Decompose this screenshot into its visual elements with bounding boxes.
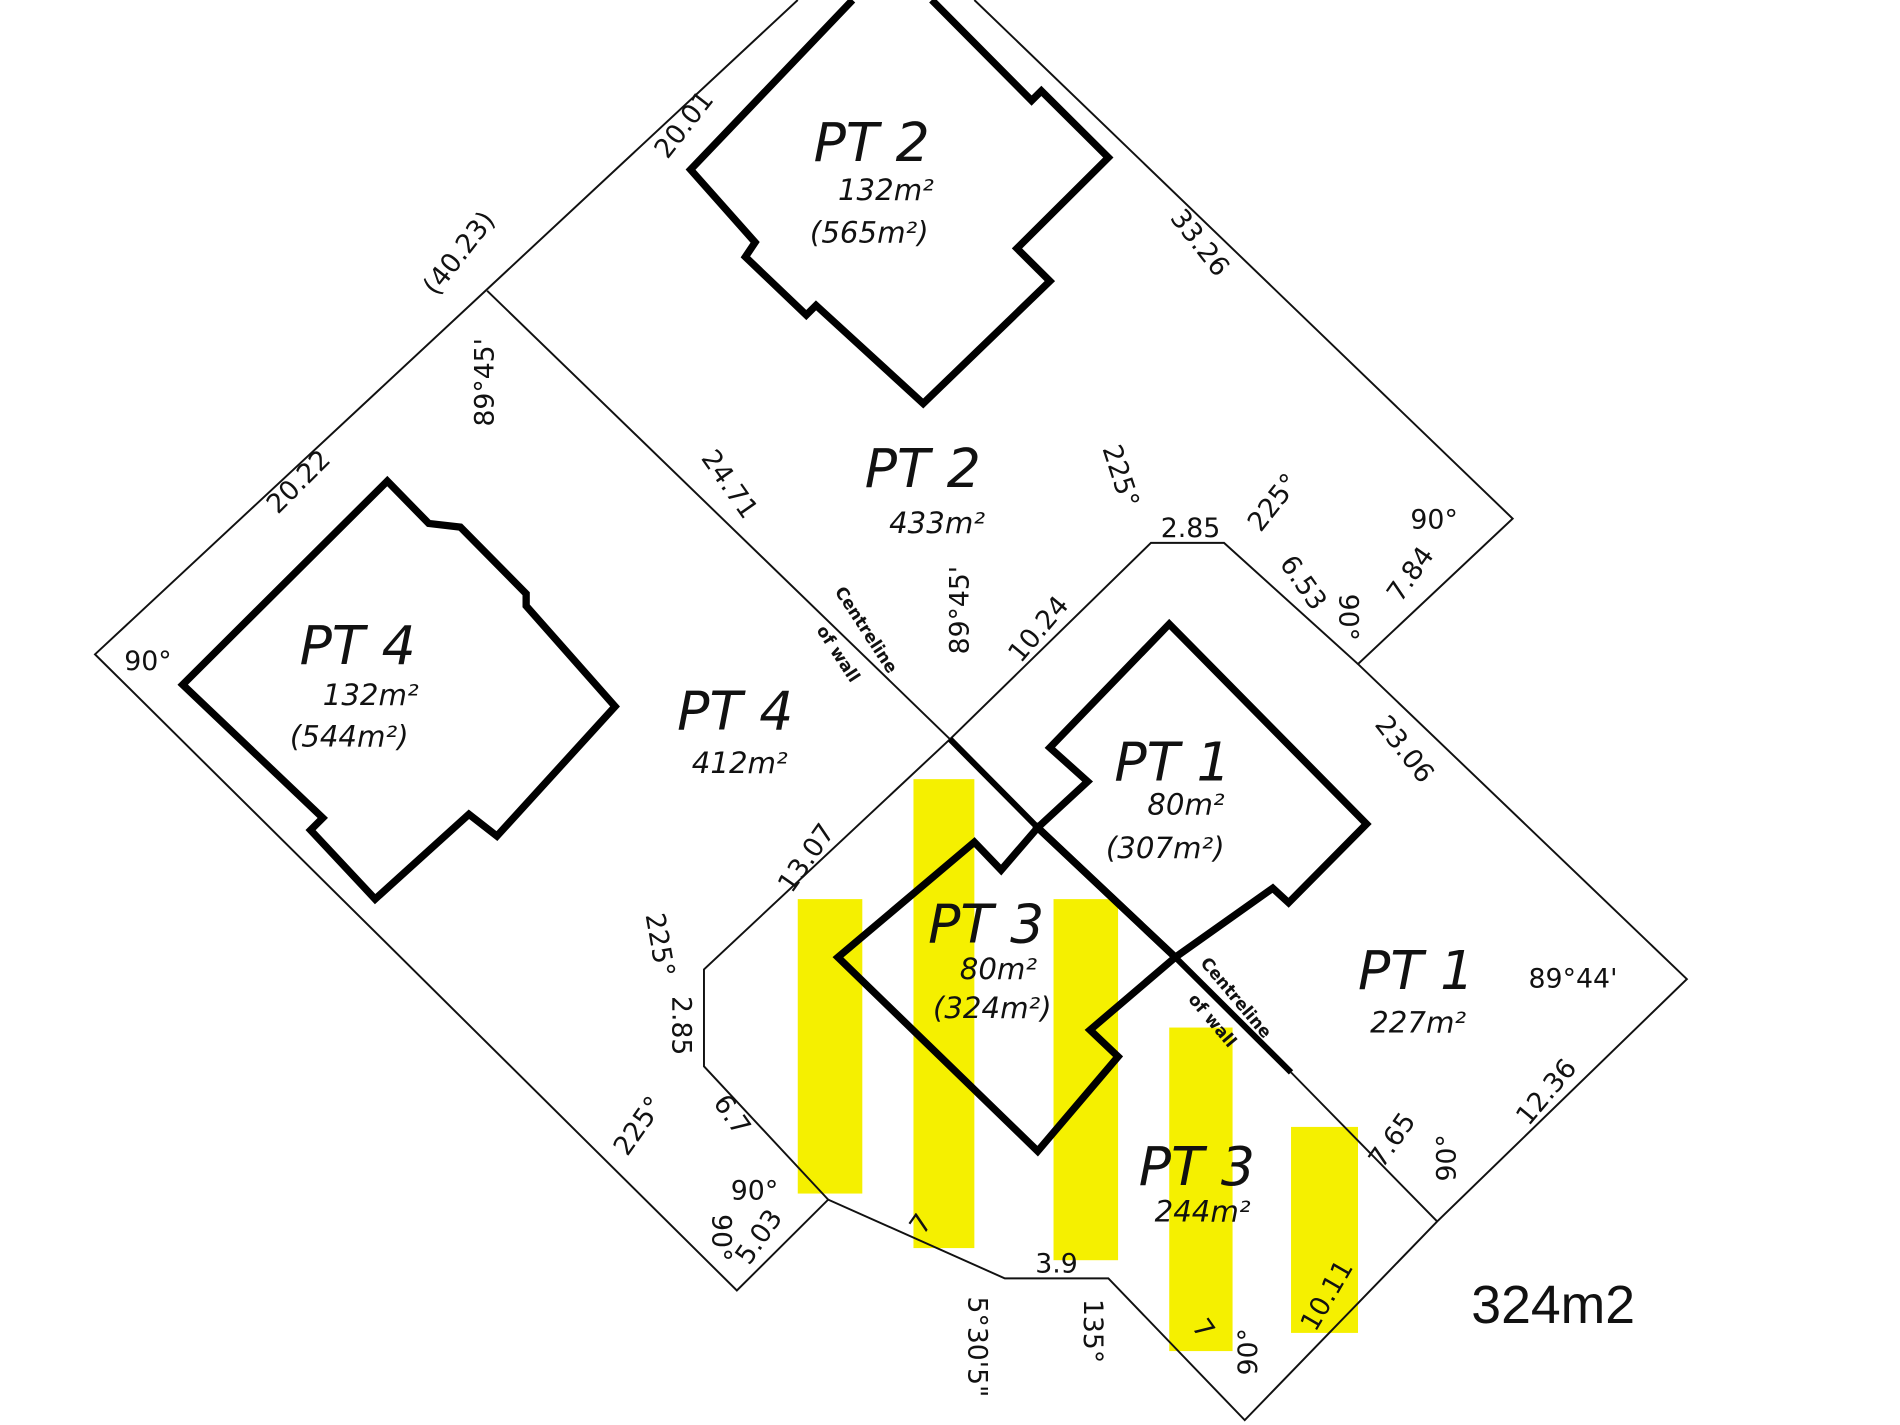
angle-label: 225° — [608, 1091, 670, 1161]
pt4-yard-label: PT 4 — [677, 680, 793, 743]
dimension-label: 24.71 — [695, 444, 764, 524]
pt1-yard-area: 227m² — [1370, 1005, 1466, 1039]
pt2-building-label: PT 2 — [814, 111, 930, 174]
dimension-label: 13.07 — [772, 818, 841, 898]
pt1-yard-label: PT 1 — [1358, 939, 1474, 1002]
pt4-yard-area: 412m² — [692, 746, 788, 780]
angle-label: 89°44' — [1529, 964, 1618, 995]
dimension-label: 20.22 — [261, 444, 337, 520]
pt2-building-total: (565m²) — [810, 215, 929, 249]
bearing-label: 5°30'5" — [961, 1297, 992, 1398]
dimension-label: 3.9 — [1035, 1248, 1078, 1279]
dimension-label: 5.03 — [729, 1204, 789, 1270]
angle-label: 225° — [639, 911, 681, 980]
dimension-label: 2.85 — [1161, 513, 1221, 544]
wall-centreline — [1173, 955, 1294, 1075]
angle-label: 89°45' — [944, 566, 975, 654]
dimension-label: 10.24 — [1002, 590, 1075, 668]
pt1-building-label: PT 1 — [1114, 730, 1230, 793]
dimension-label: 33.26 — [1164, 203, 1236, 282]
dimension-label: 2.85 — [665, 996, 696, 1055]
pt2-pt1-boundary — [949, 541, 1359, 740]
highlight-stripe — [913, 779, 975, 1249]
pt3-building — [832, 822, 1181, 1157]
pt1-building-total: (307m²) — [1106, 831, 1225, 865]
dimension-label: 7.84 — [1381, 541, 1441, 607]
pt4-building — [177, 475, 620, 905]
pt3-yard-area: 244m² — [1155, 1194, 1251, 1228]
highlight-stripe — [1169, 1027, 1233, 1352]
dimension-label: 12.36 — [1510, 1053, 1583, 1131]
pt1-building-area: 80m² — [1147, 787, 1225, 821]
dimension-label: 7.65 — [1363, 1107, 1423, 1173]
dimension-label: 6.53 — [1273, 550, 1333, 616]
dimension-label: 23.06 — [1368, 710, 1440, 789]
angle-label: 90° — [705, 1214, 736, 1261]
angle-label: 90° — [1333, 594, 1364, 641]
pt3-pt4-boundary — [703, 738, 951, 1201]
angle-label: 90° — [124, 646, 171, 677]
angle-label: 89°45' — [469, 338, 500, 426]
highlight-stripe — [1053, 899, 1119, 1261]
pt2-building — [685, 0, 1114, 409]
pt2-yard-label: PT 2 — [865, 437, 981, 500]
pt3-building-area: 80m² — [960, 952, 1038, 986]
pt3-highlight — [797, 779, 1359, 1352]
pt3-yard-label: PT 3 — [1139, 1135, 1255, 1198]
pt4-building-total: (544m²) — [290, 719, 409, 753]
highlight-stripe — [1291, 1126, 1359, 1333]
angle-label: 225° — [1242, 468, 1306, 538]
angle-label: 90° — [1410, 504, 1457, 535]
lot-boundary — [93, 0, 1689, 1422]
angle-label: 90° — [1233, 1328, 1264, 1375]
angle-label: 225° — [1096, 441, 1145, 512]
pt1-building — [1032, 618, 1372, 962]
pt2-yard-area: 433m² — [889, 506, 985, 540]
pt2-building-area: 132m² — [838, 173, 934, 207]
pt2-pt4-boundary — [486, 290, 951, 740]
pt4-building-area: 132m² — [323, 678, 419, 712]
angle-label: 135° — [1077, 1299, 1108, 1363]
area-note: 324m2 — [1471, 1276, 1635, 1335]
pt4-building-label: PT 4 — [300, 614, 416, 677]
pt3-building-label: PT 3 — [928, 893, 1044, 956]
wall-centreline — [947, 737, 1040, 830]
pt1-pt3-boundary — [1290, 1071, 1438, 1223]
angle-label: 90° — [731, 1176, 778, 1207]
pt3-building-total: (324m²) — [933, 991, 1052, 1025]
angle-label: 90° — [1431, 1134, 1462, 1181]
dimension-label: 6.7 — [707, 1089, 757, 1141]
